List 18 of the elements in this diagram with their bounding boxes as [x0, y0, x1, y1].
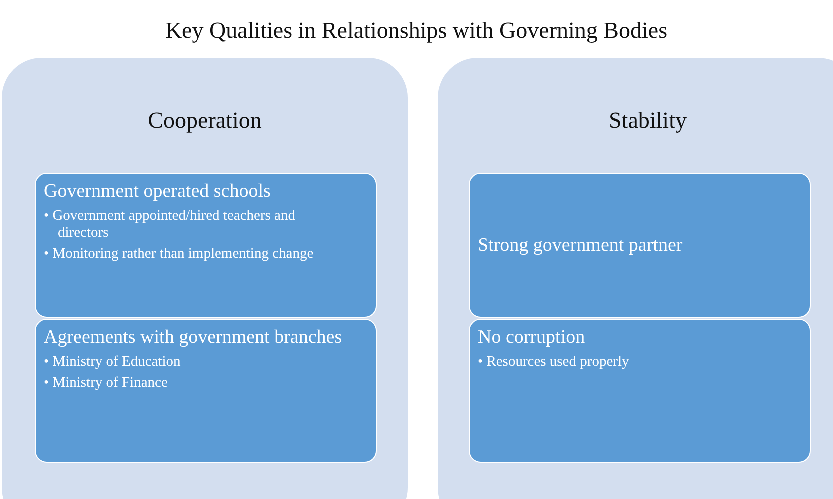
bullet-item: • Government appointed/hired teachers and directors	[44, 208, 296, 242]
bullet-item: • Resources used properly	[478, 354, 630, 371]
panel-heading: Cooperation	[147, 108, 263, 134]
bullet-item: • Ministry of Education	[44, 354, 182, 371]
box-heading: No corruption	[478, 326, 586, 350]
box-heading: Agreements with government branches	[44, 326, 344, 350]
bullet-item: • Ministry of Finance	[44, 375, 169, 392]
content-box	[469, 319, 811, 463]
bullet-item: • Monitoring rather than implementing change	[44, 246, 315, 263]
content-box	[35, 173, 377, 318]
panel-heading: Stability	[608, 108, 688, 134]
category-panel	[438, 58, 833, 499]
content-box	[35, 319, 377, 463]
box-heading: Government operated schools	[44, 180, 272, 204]
content-box	[469, 173, 811, 318]
category-panel	[2, 58, 408, 499]
box-heading: Strong government partner	[478, 234, 683, 258]
diagram-title: Key Qualities in Relationships with Governing Bodies	[164, 18, 669, 44]
